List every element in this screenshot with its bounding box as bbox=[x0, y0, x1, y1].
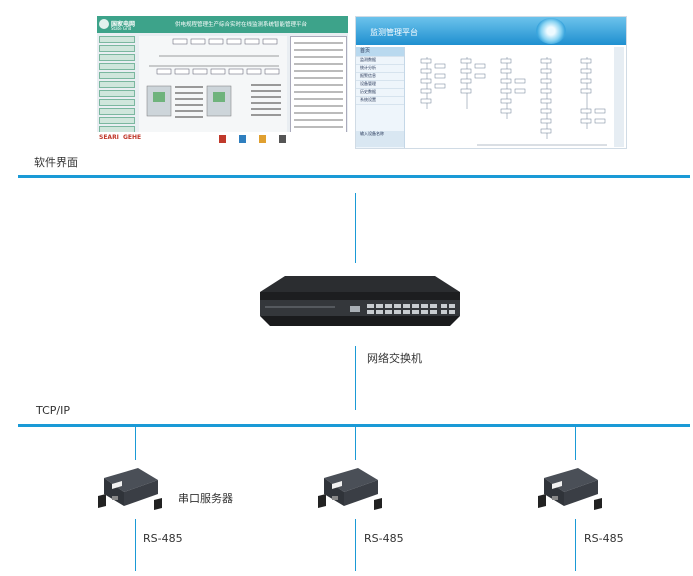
menu-item: 历史数据 bbox=[356, 89, 404, 97]
rs485-line-2 bbox=[355, 519, 356, 571]
screenshot-footer: SEARI GEHE bbox=[97, 132, 348, 148]
server-drop-line-2 bbox=[355, 427, 356, 460]
server-drop-line-3 bbox=[575, 427, 576, 460]
screenshot-header: 监测管理平台 bbox=[356, 17, 626, 45]
screenshot-header: 国家电网 State Grid 供电规程管理生产综合实时在线监测系统智能管理平台 bbox=[97, 16, 348, 33]
switch-downlink-line bbox=[355, 346, 356, 410]
serial-server-icon bbox=[98, 468, 162, 510]
switch-uplink-line bbox=[355, 193, 356, 263]
device-tree bbox=[407, 49, 613, 146]
menu-item: 设备管理 bbox=[356, 81, 404, 89]
screenshot-title: 监测管理平台 bbox=[370, 28, 418, 37]
software-ui-label: 软件界面 bbox=[34, 156, 78, 169]
menu-item: 统计分析 bbox=[356, 65, 404, 73]
rs485-label-3: RS-485 bbox=[584, 532, 624, 545]
status-panel bbox=[290, 36, 347, 146]
switch-label: 网络交换机 bbox=[367, 352, 422, 365]
menu-item: 报警信息 bbox=[356, 73, 404, 81]
device-tree-diagram bbox=[420, 57, 607, 146]
state-grid-logo-icon bbox=[99, 19, 109, 29]
rs485-label-1: RS-485 bbox=[143, 532, 183, 545]
bottom-bus-line bbox=[18, 424, 690, 427]
brand-name: 国家电网 bbox=[111, 21, 136, 28]
top-bus-line bbox=[18, 175, 690, 178]
menu-item: 系统设置 bbox=[356, 97, 404, 105]
platform-logo-icon bbox=[536, 18, 566, 44]
network-switch-icon bbox=[260, 276, 460, 326]
screenshot-title: 供电规程管理生产综合实时在线监测系统智能管理平台 bbox=[175, 22, 308, 28]
side-menu: 首页 监测数据 统计分析 报警信息 设备管理 历史数据 系统设置 输入设备名称 bbox=[356, 47, 405, 148]
menu-item-home: 首页 bbox=[356, 47, 404, 57]
search-label: 输入设备名称 bbox=[360, 131, 384, 136]
serial-server-label: 串口服务器 bbox=[178, 492, 233, 505]
software-screenshot-left: 国家电网 State Grid 供电规程管理生产综合实时在线监测系统智能管理平台 bbox=[97, 16, 348, 148]
rs485-line-3 bbox=[575, 519, 576, 571]
footer-brand: SEARI bbox=[99, 134, 119, 141]
serial-server-icon bbox=[318, 468, 382, 510]
software-screenshot-right: 监测管理平台 首页 监测数据 统计分析 报警信息 设备管理 历史数据 系统设置 … bbox=[355, 16, 627, 149]
topology-mini-diagram bbox=[146, 38, 281, 136]
scrollbar bbox=[614, 47, 624, 147]
search-panel: 输入设备名称 bbox=[356, 131, 404, 147]
side-menu bbox=[99, 36, 135, 148]
server-drop-line-1 bbox=[135, 427, 136, 460]
rs485-line-1 bbox=[135, 519, 136, 571]
brand-name-en: State Grid bbox=[111, 26, 132, 31]
footer-toolbar-icons bbox=[219, 135, 286, 143]
tcpip-label: TCP/IP bbox=[36, 404, 70, 417]
serial-server-icon bbox=[538, 468, 602, 510]
monitor-diagram bbox=[139, 36, 287, 144]
footer-brand-2: GEHE bbox=[123, 134, 142, 141]
rs485-label-2: RS-485 bbox=[364, 532, 404, 545]
menu-item: 监测数据 bbox=[356, 57, 404, 65]
